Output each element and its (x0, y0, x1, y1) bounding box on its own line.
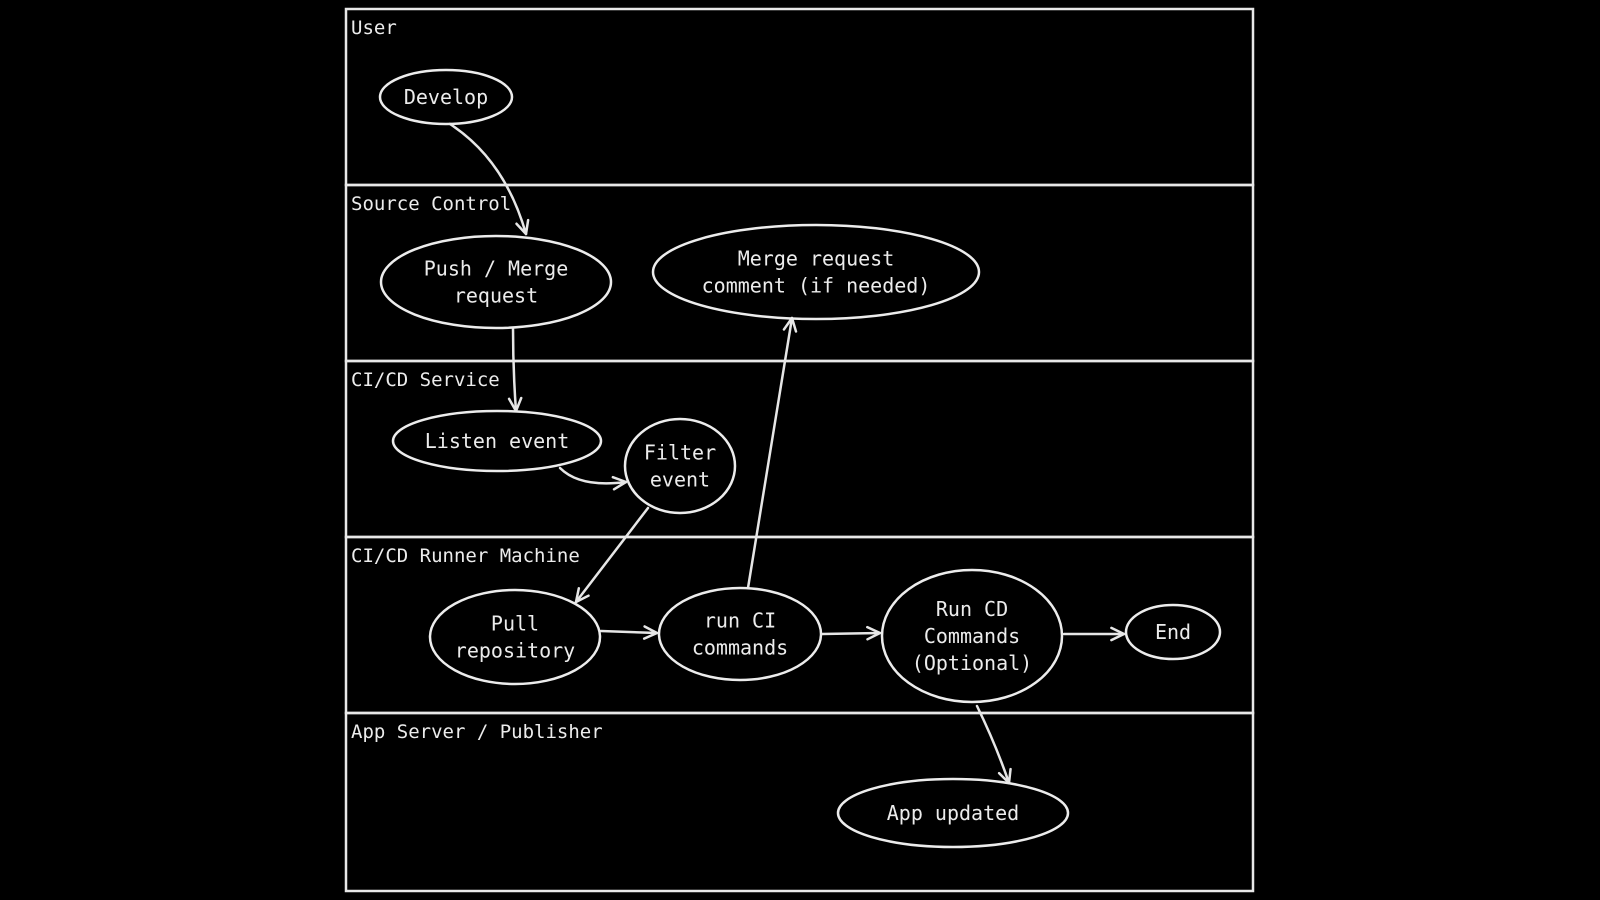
node-end-ellipse (1124, 603, 1222, 661)
lane-runner: CI/CD Runner Machine (344, 535, 1255, 715)
node-runcd-label: Commands (924, 624, 1020, 648)
edges (448, 122, 1126, 785)
node-runcd: Run CD Commands (Optional) (880, 568, 1064, 704)
node-pull-ellipse (428, 588, 602, 686)
lane-user-label: User (351, 17, 397, 39)
node-develop-ellipse (378, 68, 514, 126)
node-runci: run CI commands (657, 586, 823, 682)
node-comment-label: Merge request (738, 247, 895, 271)
lane-app: App Server / Publisher (344, 711, 1255, 893)
arrowhead (574, 587, 590, 604)
node-filter-label: event (650, 468, 710, 492)
node-appupdated: App updated (836, 777, 1070, 849)
node-appupdated-ellipse (836, 777, 1070, 849)
arrow-line (511, 326, 518, 413)
node-comment-ellipse (651, 223, 981, 321)
arrow-line (746, 316, 794, 590)
arrow-pull-runci (599, 625, 659, 640)
node-pull-label: repository (455, 639, 575, 663)
node-runcd-label: Run CD (936, 597, 1008, 621)
node-runci-label: commands (692, 636, 788, 660)
arrow-push-listen (507, 326, 523, 413)
node-develop-label: Develop (404, 85, 488, 109)
lane-app-label: App Server / Publisher (351, 721, 603, 743)
arrow-listen-filter (558, 466, 628, 491)
arrow-develop-push (448, 122, 530, 236)
node-listen-label: Listen event (425, 429, 570, 453)
lane-runner-label: CI/CD Runner Machine (351, 545, 580, 567)
node-runci-ellipse (657, 586, 823, 682)
node-listen-ellipse (391, 409, 603, 473)
node-runcd-ellipse (880, 568, 1064, 704)
arrow-runcd-appupdated (975, 704, 1012, 785)
lane-source-label: Source Control (351, 193, 511, 215)
arrow-line (574, 506, 650, 604)
node-runci-label: run CI (704, 609, 776, 633)
arrowhead (1110, 626, 1126, 642)
node-filter: Filter event (623, 417, 737, 515)
arrowhead (642, 625, 659, 640)
arrowhead (515, 218, 530, 236)
arrowhead (611, 475, 628, 491)
arrow-runci-runcd (820, 625, 882, 641)
arrow-line (558, 466, 628, 485)
arrow-filter-pull (574, 506, 650, 604)
node-listen: Listen event (391, 409, 603, 473)
node-end-label: End (1155, 620, 1191, 644)
node-push-label: Push / Merge (424, 257, 569, 281)
lane-cicd-label: CI/CD Service (351, 369, 500, 391)
node-filter-label: Filter (644, 441, 716, 465)
arrow-line (820, 631, 882, 636)
node-pull-label: Pull (491, 612, 539, 636)
node-pull: Pull repository (428, 588, 602, 686)
node-push: Push / Merge request (379, 234, 613, 330)
node-end: End (1124, 603, 1222, 661)
node-comment: Merge request comment (if needed) (651, 223, 981, 321)
arrowhead (866, 625, 882, 641)
node-filter-ellipse (623, 417, 737, 515)
node-runcd-label: (Optional) (912, 651, 1032, 675)
node-appupdated-label: App updated (887, 801, 1019, 825)
lane-app-box (344, 711, 1255, 893)
arrow-line (448, 122, 528, 236)
node-push-ellipse (379, 234, 613, 330)
node-comment-label: comment (if needed) (702, 274, 931, 298)
arrow-line (975, 704, 1011, 785)
arrow-runci-comment (746, 316, 798, 590)
arrow-runcd-end (1062, 626, 1126, 642)
arrow-line (599, 629, 659, 635)
node-develop: Develop (378, 68, 514, 126)
node-push-label: request (454, 284, 538, 308)
